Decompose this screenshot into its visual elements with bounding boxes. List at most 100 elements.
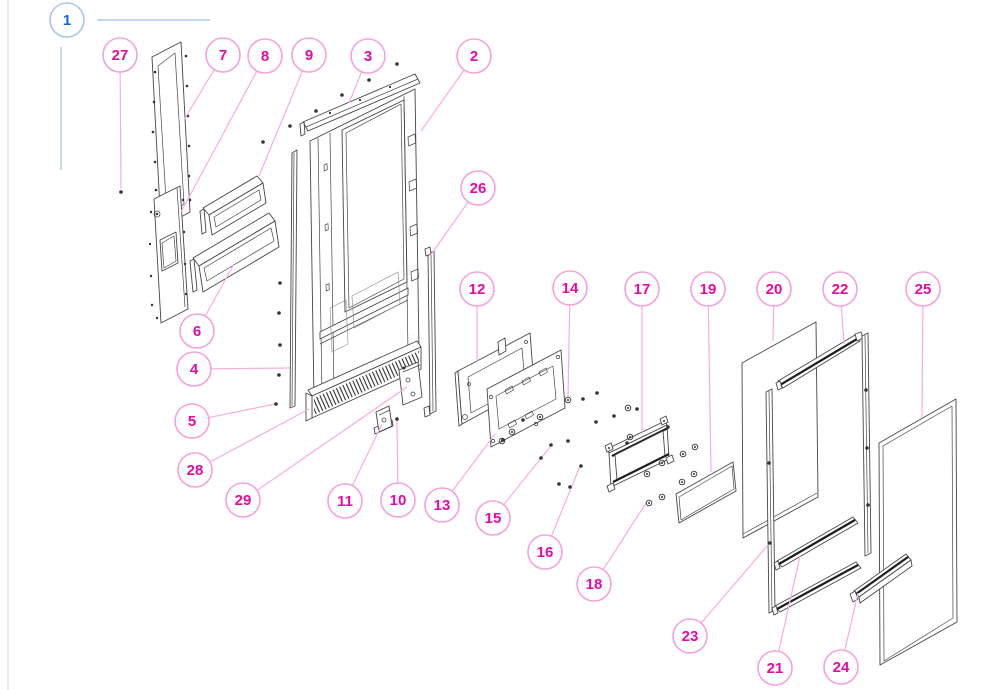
screw-dot [666,425,670,429]
balloon-11[interactable]: 11 [327,483,363,519]
screw-dot [579,464,583,468]
screw-dot [549,443,553,447]
part-9-tray-bracket [199,175,267,236]
leader-line [210,367,291,370]
balloon-number: 13 [434,497,451,514]
part-21-lower-rail [773,516,859,571]
part-11-latch-bracket [373,405,394,435]
balloon-24[interactable]: 24 [823,649,859,685]
nut-ring [691,443,699,451]
screw-dot [288,124,292,128]
part-7-frame [151,41,192,229]
balloon-28[interactable]: 28 [177,452,213,488]
balloon-15[interactable]: 15 [475,500,511,536]
screw-dot [612,414,616,418]
balloon-number: 24 [833,659,850,676]
balloon-21[interactable]: 21 [757,650,793,686]
balloon-3[interactable]: 3 [350,38,386,74]
balloon-7[interactable]: 7 [205,37,241,73]
balloon-number: 26 [470,180,487,197]
part-21-lower-rail-b [771,561,862,616]
balloon-27[interactable]: 27 [102,37,138,73]
nut-ring [564,396,572,404]
balloon-number: 1 [63,12,71,29]
part-28-vent-sill [305,340,422,422]
screw-dot [367,78,371,82]
balloon-22[interactable]: 22 [822,271,858,307]
balloon-number: 15 [485,510,502,527]
leader-line [921,305,924,418]
leader-line [183,69,215,121]
balloon-number: 19 [700,281,717,298]
balloon-17[interactable]: 17 [624,271,660,307]
balloon-25[interactable]: 25 [905,271,941,307]
balloon-23[interactable]: 23 [672,618,708,654]
leader-line [602,502,647,571]
balloon-20[interactable]: 20 [756,271,792,307]
nut-ring [643,470,651,478]
leader-line [209,408,310,463]
balloon-10[interactable]: 10 [380,482,416,518]
screw-dot [261,140,265,144]
balloon-number: 7 [219,47,227,64]
balloon-number: 3 [364,48,372,65]
leader-line [180,70,258,213]
screw-dot [866,503,870,507]
part-25-outer-panel [878,398,958,666]
balloon-number: 23 [682,628,699,645]
leader-line [256,386,408,491]
balloon-26[interactable]: 26 [460,170,496,206]
balloon-number: 2 [470,48,478,65]
leader-line [204,263,235,317]
nut-ring [536,413,544,421]
nut-ring [658,459,666,467]
balloon-number: 25 [915,281,932,298]
balloon-8[interactable]: 8 [247,38,283,74]
part-13-gasket-plate [486,349,566,448]
balloon-5[interactable]: 5 [174,403,210,439]
leader-line [778,555,801,652]
leader-line [420,69,465,132]
screw-dot [864,388,868,392]
screw-dot [539,456,543,460]
leader-line [258,70,304,177]
balloon-2[interactable]: 2 [456,38,492,74]
screw-dot [340,93,344,97]
balloon-29[interactable]: 29 [225,482,261,518]
balloon-1[interactable]: 1 [49,2,85,38]
balloon-13[interactable]: 13 [424,487,460,523]
balloon-6[interactable]: 6 [179,313,215,349]
balloon-number: 6 [193,323,201,340]
balloon-18[interactable]: 18 [576,566,612,602]
screw-dot [278,343,282,347]
part-19-trim-panel [675,461,737,524]
part-3-top-rail [299,73,421,137]
balloon-9[interactable]: 9 [291,37,327,73]
balloon-number: 21 [767,660,784,677]
part-4-strip [289,149,298,409]
leader-line [700,544,769,624]
screw-dot [557,482,561,486]
screw-dot [865,446,869,450]
balloon-19[interactable]: 19 [690,271,726,307]
balloon-number: 22 [832,281,849,298]
screw-dot [594,420,598,424]
leader-line [844,592,859,651]
balloon-4[interactable]: 4 [176,351,212,387]
nut-ring [690,470,698,478]
nut-ring [658,493,666,501]
screw-dot [635,407,639,411]
balloon-number: 20 [766,281,783,298]
balloon-14[interactable]: 14 [552,270,588,306]
leader-line [429,201,469,257]
nut-ring [645,499,653,507]
screw-dot [625,441,629,445]
nut-ring [679,450,687,458]
balloon-16[interactable]: 16 [527,534,563,570]
screw-dot [581,397,585,401]
balloon-number: 14 [562,280,579,297]
balloon-12[interactable]: 12 [459,271,495,307]
screw-dot [274,402,278,406]
leader-line [451,433,496,492]
